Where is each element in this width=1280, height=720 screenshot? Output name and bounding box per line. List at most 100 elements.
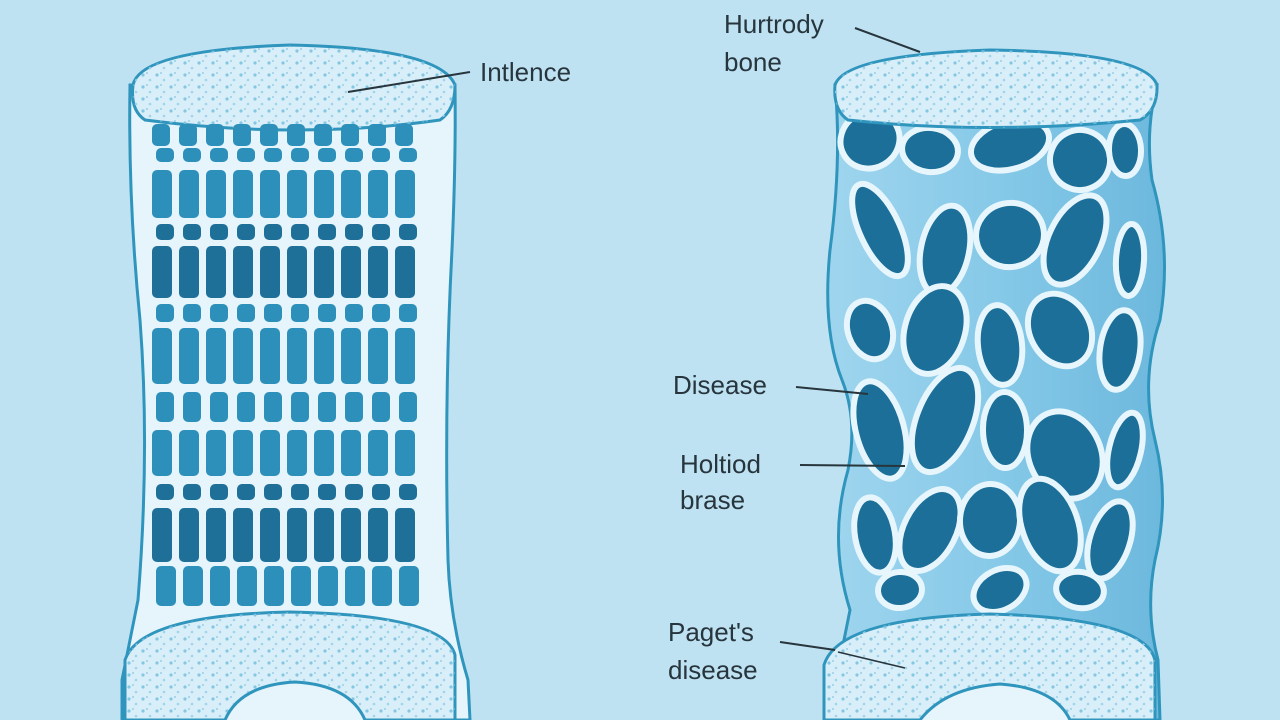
bone-cell: [345, 566, 365, 606]
bone-cell: [341, 124, 359, 146]
bone-cell: [206, 430, 226, 476]
bone-cell: [152, 170, 172, 218]
bone-cell: [314, 430, 334, 476]
bone-cell: [395, 246, 415, 298]
bone-cell: [372, 392, 390, 422]
bone-cell: [291, 224, 309, 240]
bone-cell: [291, 484, 309, 500]
bone-cell: [233, 430, 253, 476]
bone-cell: [183, 566, 203, 606]
bone-cell: [399, 148, 417, 162]
bone-cell: [206, 170, 226, 218]
bone-cell: [152, 430, 172, 476]
bone-cell: [179, 430, 199, 476]
bone-cell: [237, 392, 255, 422]
label-bone: bone: [724, 47, 782, 77]
bone-cavity: [875, 568, 925, 612]
bone-cavity: [1096, 307, 1144, 393]
bone-cell: [291, 566, 311, 606]
bone-cell: [206, 328, 226, 384]
bone-cell: [372, 304, 390, 322]
bone-cell: [179, 508, 199, 562]
bone-cell: [372, 484, 390, 500]
bone-cell: [183, 484, 201, 500]
bone-cell: [156, 392, 174, 422]
bone-cell: [156, 304, 174, 322]
bone-cell: [179, 328, 199, 384]
bone-cell: [264, 304, 282, 322]
bone-cell: [345, 484, 363, 500]
bone-cell: [237, 484, 255, 500]
bone-cell: [399, 566, 419, 606]
bone-cell: [152, 328, 172, 384]
bone-cell: [368, 124, 386, 146]
bone-cell: [287, 508, 307, 562]
bone-cavity: [843, 297, 897, 363]
bone-cell: [210, 304, 228, 322]
bone-cell: [287, 246, 307, 298]
bone-cell: [233, 170, 253, 218]
bone-cell: [395, 508, 415, 562]
bone-cell: [260, 508, 280, 562]
bone-cavity: [849, 180, 911, 280]
bone-cell: [264, 392, 282, 422]
bone-cavity: [851, 494, 899, 576]
disease-leader: [795, 386, 869, 395]
left-top-leader: [347, 71, 471, 93]
holtiod-leader: [799, 464, 906, 467]
paget-bone: [779, 27, 1166, 720]
bone-cell: [183, 392, 201, 422]
bone-cell: [233, 246, 253, 298]
bone-cell: [156, 484, 174, 500]
bone-cell: [183, 148, 201, 162]
bone-cavity: [1024, 290, 1096, 370]
bone-cavity: [1053, 568, 1107, 612]
bone-cell: [233, 328, 253, 384]
bone-cell: [287, 328, 307, 384]
bone-cell: [318, 484, 336, 500]
bone-cell: [372, 224, 390, 240]
bone-cell: [318, 566, 338, 606]
bone-cavity: [1105, 121, 1145, 179]
label-disease: Disease: [673, 370, 767, 400]
bone-cell: [206, 124, 224, 146]
bone-cell: [179, 246, 199, 298]
bone-cell: [345, 304, 363, 322]
right-medullary-opening: [918, 682, 1072, 720]
bone-cell: [206, 246, 226, 298]
bone-cavity: [970, 564, 1030, 616]
bone-cell: [287, 170, 307, 218]
bone-cell: [372, 148, 390, 162]
bone-cell: [341, 170, 361, 218]
bone-cell: [345, 392, 363, 422]
bone-cell: [314, 246, 334, 298]
bone-cell: [179, 124, 197, 146]
bone-cell: [156, 224, 174, 240]
bone-cell: [260, 124, 278, 146]
bone-cell: [237, 148, 255, 162]
bone-cell: [318, 304, 336, 322]
bone-cell: [341, 430, 361, 476]
bone-cavity: [899, 124, 961, 176]
bone-cell: [318, 148, 336, 162]
bone-cell: [264, 566, 284, 606]
bone-cell: [399, 304, 417, 322]
bone-cell: [399, 224, 417, 240]
bone-cell: [152, 508, 172, 562]
bone-cell: [237, 566, 257, 606]
bone-cell: [368, 246, 388, 298]
bone-cell: [368, 170, 388, 218]
bone-cavity: [896, 486, 964, 574]
bone-cell: [260, 328, 280, 384]
bone-cell: [210, 224, 228, 240]
label-pagets: Paget's: [668, 617, 754, 647]
bone-cell: [179, 170, 199, 218]
paget-leader: [779, 641, 836, 651]
bone-cell: [341, 508, 361, 562]
bone-cavity: [1040, 192, 1110, 288]
bone-cavity: [973, 199, 1047, 271]
bone-cell: [210, 566, 230, 606]
bone-cavity: [956, 481, 1024, 559]
label-hurtrody: Hurtrody: [724, 9, 824, 39]
bone-cell: [156, 566, 176, 606]
